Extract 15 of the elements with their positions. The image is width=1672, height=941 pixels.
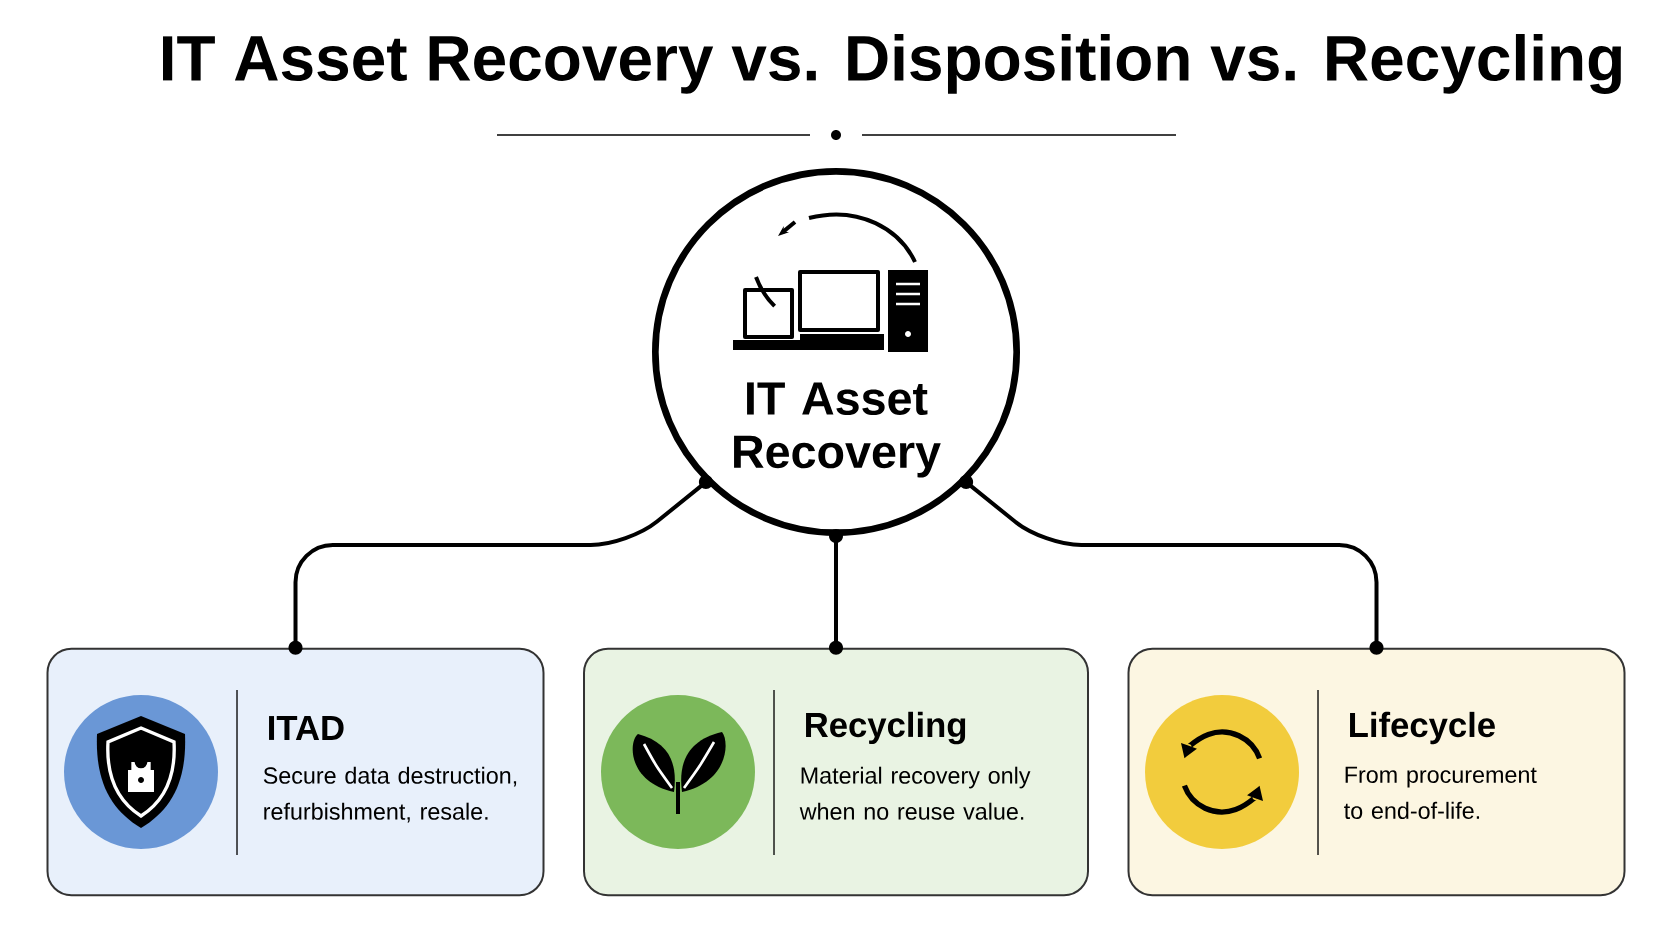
card-description: Secure data destruction, refurbishment, resale.	[263, 766, 517, 823]
card-description: Material recovery only when no reuse value.	[799, 766, 1031, 820]
card-description: From procurement to end-of-life.	[1344, 766, 1537, 819]
connector	[959, 475, 1384, 655]
hub-title: IT Asset Recovery	[734, 382, 941, 478]
connector	[288, 475, 713, 655]
title: IT Asset Recovery vs. Disposition vs. Recycling	[163, 34, 1621, 94]
card-heading: Recycling	[806, 711, 966, 745]
connector	[829, 529, 843, 655]
card-heading: ITAD	[269, 716, 344, 740]
card	[46, 647, 545, 897]
card-heading: Lifecycle	[1350, 711, 1495, 745]
hub-circle	[652, 168, 1020, 536]
card	[583, 647, 1089, 897]
card	[1127, 647, 1626, 897]
